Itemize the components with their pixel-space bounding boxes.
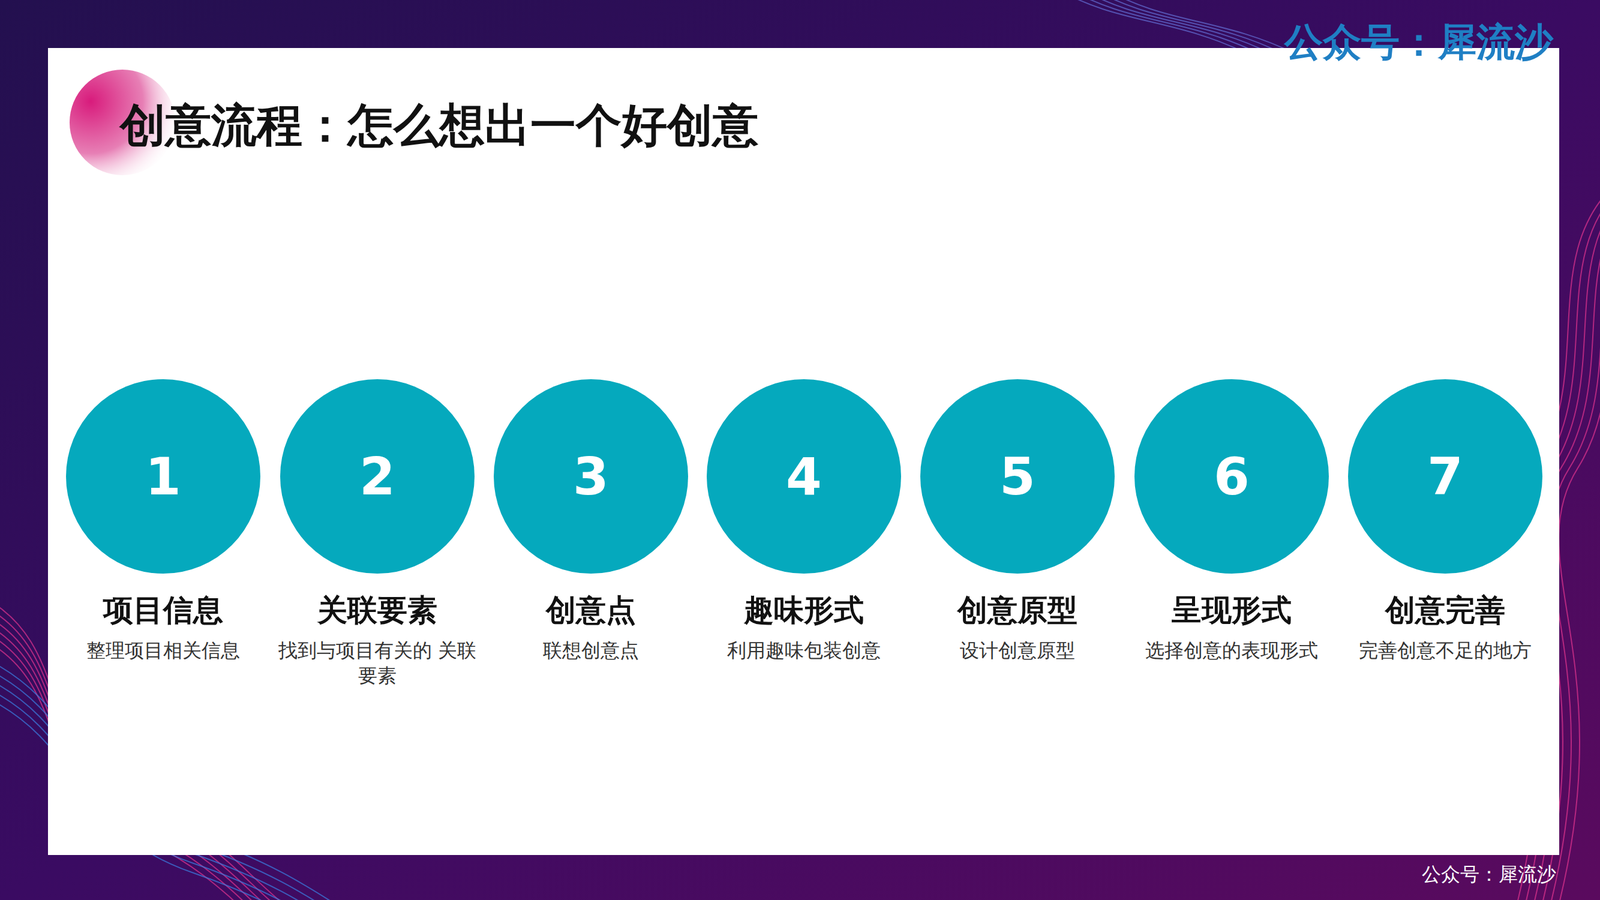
step-heading: 创意完善 — [1337, 592, 1553, 629]
step-number: 1 — [145, 450, 182, 503]
step-circle: 3 — [493, 379, 689, 574]
step-heading: 呈现形式 — [1124, 592, 1340, 629]
step-node: 4 趣味形式利用趣味包装创意 — [696, 379, 912, 664]
step-heading: 项目信息 — [55, 592, 271, 629]
step-node: 6 呈现形式选择创意的表现形式 — [1124, 379, 1340, 664]
title: 创意流程：怎么想出一个好创意 — [119, 97, 759, 153]
step-heading: 创意原型 — [910, 592, 1125, 629]
step-number: 2 — [359, 450, 396, 503]
step-circle: 7 — [1348, 379, 1543, 574]
watermark: 公众号：犀流沙 — [1284, 19, 1554, 66]
white-panel — [47, 47, 1560, 855]
step-description: 找到与项目有关的 关联要素 — [269, 638, 485, 689]
step-description: 选择创意的表现形式 — [1124, 638, 1340, 664]
step-node: 3 创意点联想创意点 — [483, 379, 699, 664]
step-number: 5 — [999, 450, 1036, 503]
step-circle: 2 — [280, 379, 475, 574]
step-circle: 4 — [706, 379, 902, 574]
step-circle: 5 — [920, 379, 1115, 574]
step-node: 7 创意完善完善创意不足的地方 — [1337, 379, 1553, 664]
step-heading: 创意点 — [483, 592, 699, 629]
watermark: 公众号：犀流沙 — [1421, 862, 1557, 886]
step-node: 2 关联要素找到与项目有关的 关联要素 — [269, 379, 485, 689]
step-number: 3 — [572, 450, 609, 503]
step-node: 1 项目信息整理项目相关信息 — [55, 379, 271, 664]
step-number: 4 — [785, 450, 822, 503]
step-heading: 关联要素 — [269, 592, 485, 629]
step-description: 利用趣味包装创意 — [696, 638, 912, 664]
step-heading: 趣味形式 — [696, 592, 912, 629]
step-description: 完善创意不足的地方 — [1337, 638, 1553, 664]
step-description: 设计创意原型 — [910, 638, 1125, 664]
step-circle: 6 — [1134, 379, 1329, 574]
step-number: 7 — [1427, 450, 1464, 503]
step-circle: 1 — [65, 379, 261, 574]
step-number: 6 — [1213, 450, 1250, 503]
step-node: 5 创意原型设计创意原型 — [910, 379, 1125, 664]
step-description: 整理项目相关信息 — [55, 638, 271, 664]
step-description: 联想创意点 — [483, 638, 699, 664]
